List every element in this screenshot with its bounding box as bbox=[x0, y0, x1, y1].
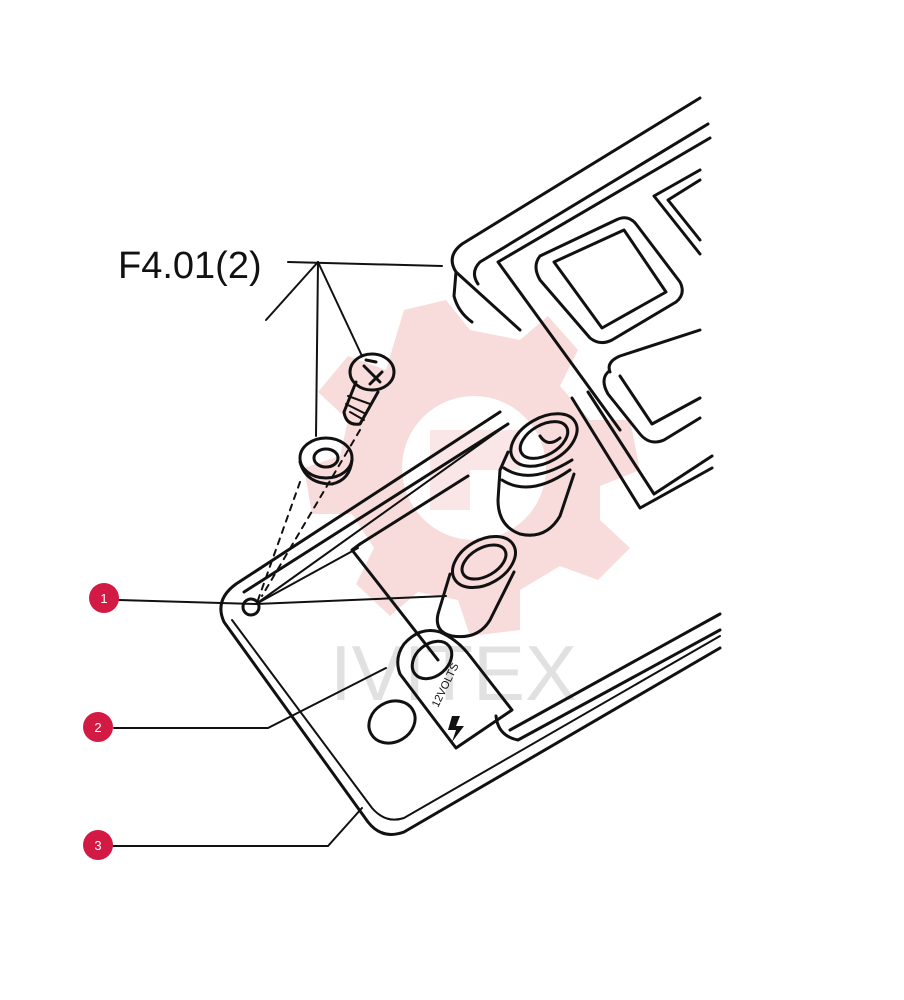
callout-3[interactable]: 3 bbox=[83, 830, 113, 860]
lighter-socket bbox=[435, 412, 579, 639]
washer bbox=[298, 436, 354, 486]
mounting-hole bbox=[241, 597, 261, 617]
lightning-icon bbox=[448, 716, 464, 742]
watermark-gear-logo bbox=[304, 300, 640, 636]
callout-1-number: 1 bbox=[100, 591, 107, 606]
callout-2[interactable]: 2 bbox=[83, 712, 113, 742]
watermark-text: IVITEX bbox=[330, 629, 577, 717]
callout-2-number: 2 bbox=[94, 720, 101, 735]
callout-1[interactable]: 1 bbox=[89, 583, 119, 613]
callout-leaders bbox=[111, 423, 509, 847]
part-leaders bbox=[257, 261, 443, 601]
screw bbox=[342, 352, 396, 426]
panel-socket-hole bbox=[367, 699, 417, 745]
part-label: F4.01(2) bbox=[118, 245, 262, 287]
callout-3-number: 3 bbox=[94, 838, 101, 853]
